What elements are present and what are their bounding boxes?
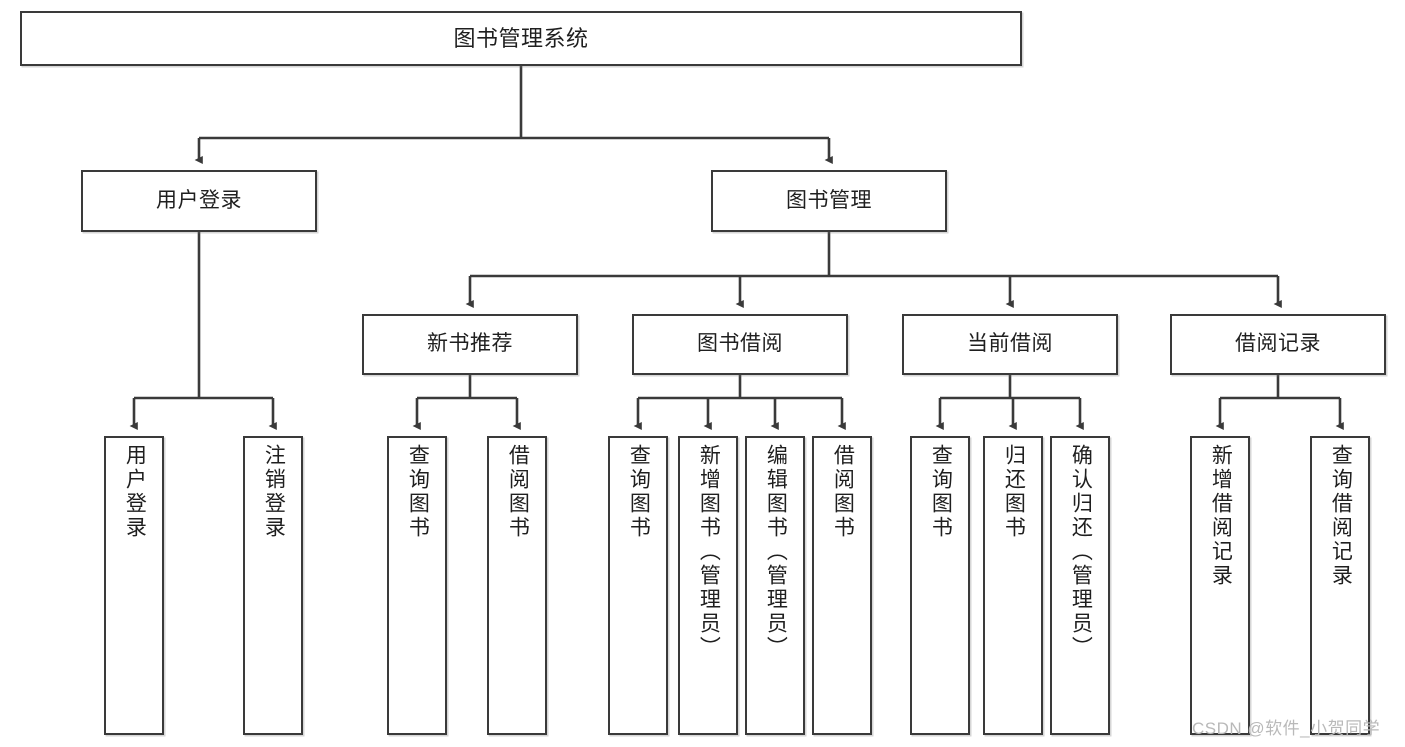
node-book-manage-label: 图书管理 — [786, 188, 872, 212]
leaf-borrow-book-label: 借阅图书 — [831, 444, 855, 540]
leaf-query-book-current[interactable]: 查询图书 — [910, 436, 970, 735]
leaf-add-book[interactable]: 新增图书（管理员） — [678, 436, 738, 735]
node-root-label: 图书管理系统 — [453, 25, 589, 51]
node-root[interactable]: 图书管理系统 — [20, 11, 1022, 66]
leaf-borrow-book-rec[interactable]: 借阅图书 — [487, 436, 547, 735]
leaf-query-record-label: 查询借阅记录 — [1329, 444, 1353, 588]
leaf-user-login-label: 用户登录 — [123, 444, 147, 540]
node-book-borrow[interactable]: 图书借阅 — [632, 314, 848, 375]
node-book-manage[interactable]: 图书管理 — [711, 170, 947, 232]
leaf-edit-book-label: 编辑图书（管理员） — [764, 444, 788, 660]
leaf-confirm-return[interactable]: 确认归还（管理员） — [1050, 436, 1110, 735]
node-book-borrow-label: 图书借阅 — [697, 332, 783, 356]
leaf-confirm-return-label: 确认归还（管理员） — [1069, 444, 1093, 660]
leaf-add-record[interactable]: 新增借阅记录 — [1190, 436, 1250, 735]
leaf-return-book-label: 归还图书 — [1002, 444, 1026, 540]
node-current-borrow-label: 当前借阅 — [967, 332, 1053, 356]
node-user-login[interactable]: 用户登录 — [81, 170, 317, 232]
node-borrow-record-label: 借阅记录 — [1235, 332, 1321, 356]
leaf-query-book-rec-label: 查询图书 — [406, 444, 430, 540]
leaf-user-logout[interactable]: 注销登录 — [243, 436, 303, 735]
leaf-add-book-label: 新增图书（管理员） — [697, 444, 721, 660]
csdn-watermark: CSDN @软件_小贺同学 — [1192, 719, 1381, 738]
leaf-query-record[interactable]: 查询借阅记录 — [1310, 436, 1370, 735]
node-user-login-label: 用户登录 — [156, 188, 242, 212]
leaf-user-logout-label: 注销登录 — [262, 444, 286, 540]
leaf-add-record-label: 新增借阅记录 — [1209, 444, 1233, 588]
leaf-query-book-borrow[interactable]: 查询图书 — [608, 436, 668, 735]
node-new-book-rec-label: 新书推荐 — [427, 332, 513, 356]
node-new-book-rec[interactable]: 新书推荐 — [362, 314, 578, 375]
leaf-query-book-rec[interactable]: 查询图书 — [387, 436, 447, 735]
leaf-borrow-book[interactable]: 借阅图书 — [812, 436, 872, 735]
leaf-query-book-current-label: 查询图书 — [929, 444, 953, 540]
node-borrow-record[interactable]: 借阅记录 — [1170, 314, 1386, 375]
node-current-borrow[interactable]: 当前借阅 — [902, 314, 1118, 375]
leaf-edit-book[interactable]: 编辑图书（管理员） — [745, 436, 805, 735]
leaf-user-login[interactable]: 用户登录 — [104, 436, 164, 735]
leaf-query-book-borrow-label: 查询图书 — [627, 444, 651, 540]
leaf-borrow-book-rec-label: 借阅图书 — [506, 444, 530, 540]
leaf-return-book[interactable]: 归还图书 — [983, 436, 1043, 735]
